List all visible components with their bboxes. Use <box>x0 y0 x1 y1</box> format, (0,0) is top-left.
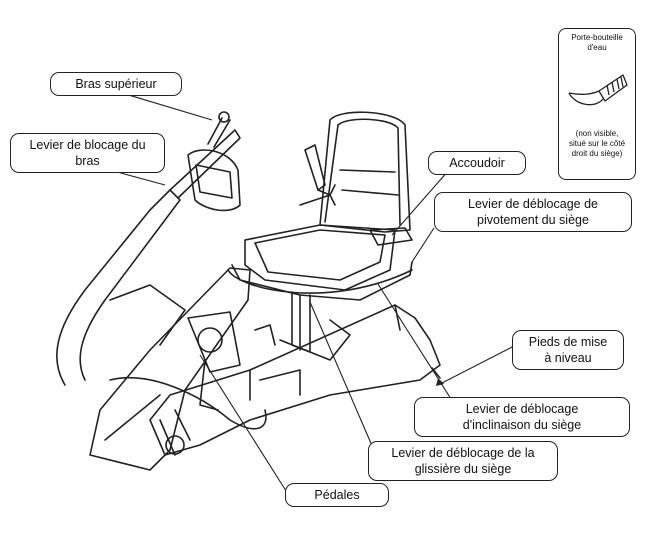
callout-levier-pivotement: Levier de déblocage de pivotement du siè… <box>434 192 632 232</box>
callout-pedales: Pédales <box>285 483 389 507</box>
inset-note-line1: (non visible, <box>575 129 619 138</box>
callout-levier-glissiere: Levier de déblocage de la glissière du s… <box>368 441 558 481</box>
inset-note: (non visible, situé sur le côté droit du… <box>559 129 635 159</box>
inset-title: Porte-bouteille d'eau <box>559 33 635 53</box>
seat-back <box>319 111 411 233</box>
base-rail <box>149 304 441 456</box>
callout-accoudoir-text: Accoudoir <box>449 156 505 170</box>
callout-levier-inclinaison: Levier de déblocage d'inclinaison du siè… <box>414 397 630 437</box>
inset-title-line2: d'eau <box>587 43 607 52</box>
leader-arrow <box>436 378 444 386</box>
frame-body <box>89 267 251 471</box>
callout-levier-pivotement-line2: pivotement du siège <box>477 213 589 227</box>
inset-note-line3: droit du siège) <box>571 149 623 158</box>
callout-levier-blocage-bras: Levier de blocage du bras <box>10 133 165 173</box>
bottle-holder-icon <box>568 74 628 106</box>
callout-levier-inclinaison-line2: d'inclinaison du siège <box>462 418 582 432</box>
callout-accoudoir: Accoudoir <box>428 151 526 175</box>
leveling-foot <box>431 367 441 379</box>
seat-cushion <box>227 224 413 301</box>
console <box>187 149 241 212</box>
callout-levier-inclinaison-line1: Levier de déblocage <box>465 402 579 416</box>
callout-pieds-line2: à niveau <box>544 351 592 365</box>
callout-pieds-line1: Pieds de mise <box>528 335 608 349</box>
callout-levier-glissiere-line2: glissière du siège <box>414 462 512 476</box>
callout-levier-blocage-bras-line2: bras <box>75 154 100 168</box>
callout-pedales-text: Pédales <box>314 488 360 502</box>
callout-levier-blocage-bras-line1: Levier de blocage du <box>29 138 146 152</box>
seat-post <box>279 291 351 361</box>
armrests <box>299 144 413 246</box>
callout-levier-glissiere-line1: Levier de déblocage de la <box>391 446 535 460</box>
inset-title-line1: Porte-bouteille <box>571 33 623 42</box>
callout-bras-superieur: Bras supérieur <box>50 72 182 96</box>
callout-levier-pivotement-line1: Levier de déblocage de <box>468 197 598 211</box>
handle-arms <box>56 111 267 430</box>
inset-note-line2: situé sur le côté <box>568 139 626 148</box>
water-bottle-holder-inset: Porte-bouteille d'eau (non visible, situ… <box>558 28 636 180</box>
callout-bras-superieur-text: Bras supérieur <box>75 77 157 91</box>
pedals <box>187 311 276 411</box>
callout-pieds-mise-a-niveau: Pieds de mise à niveau <box>512 330 624 370</box>
